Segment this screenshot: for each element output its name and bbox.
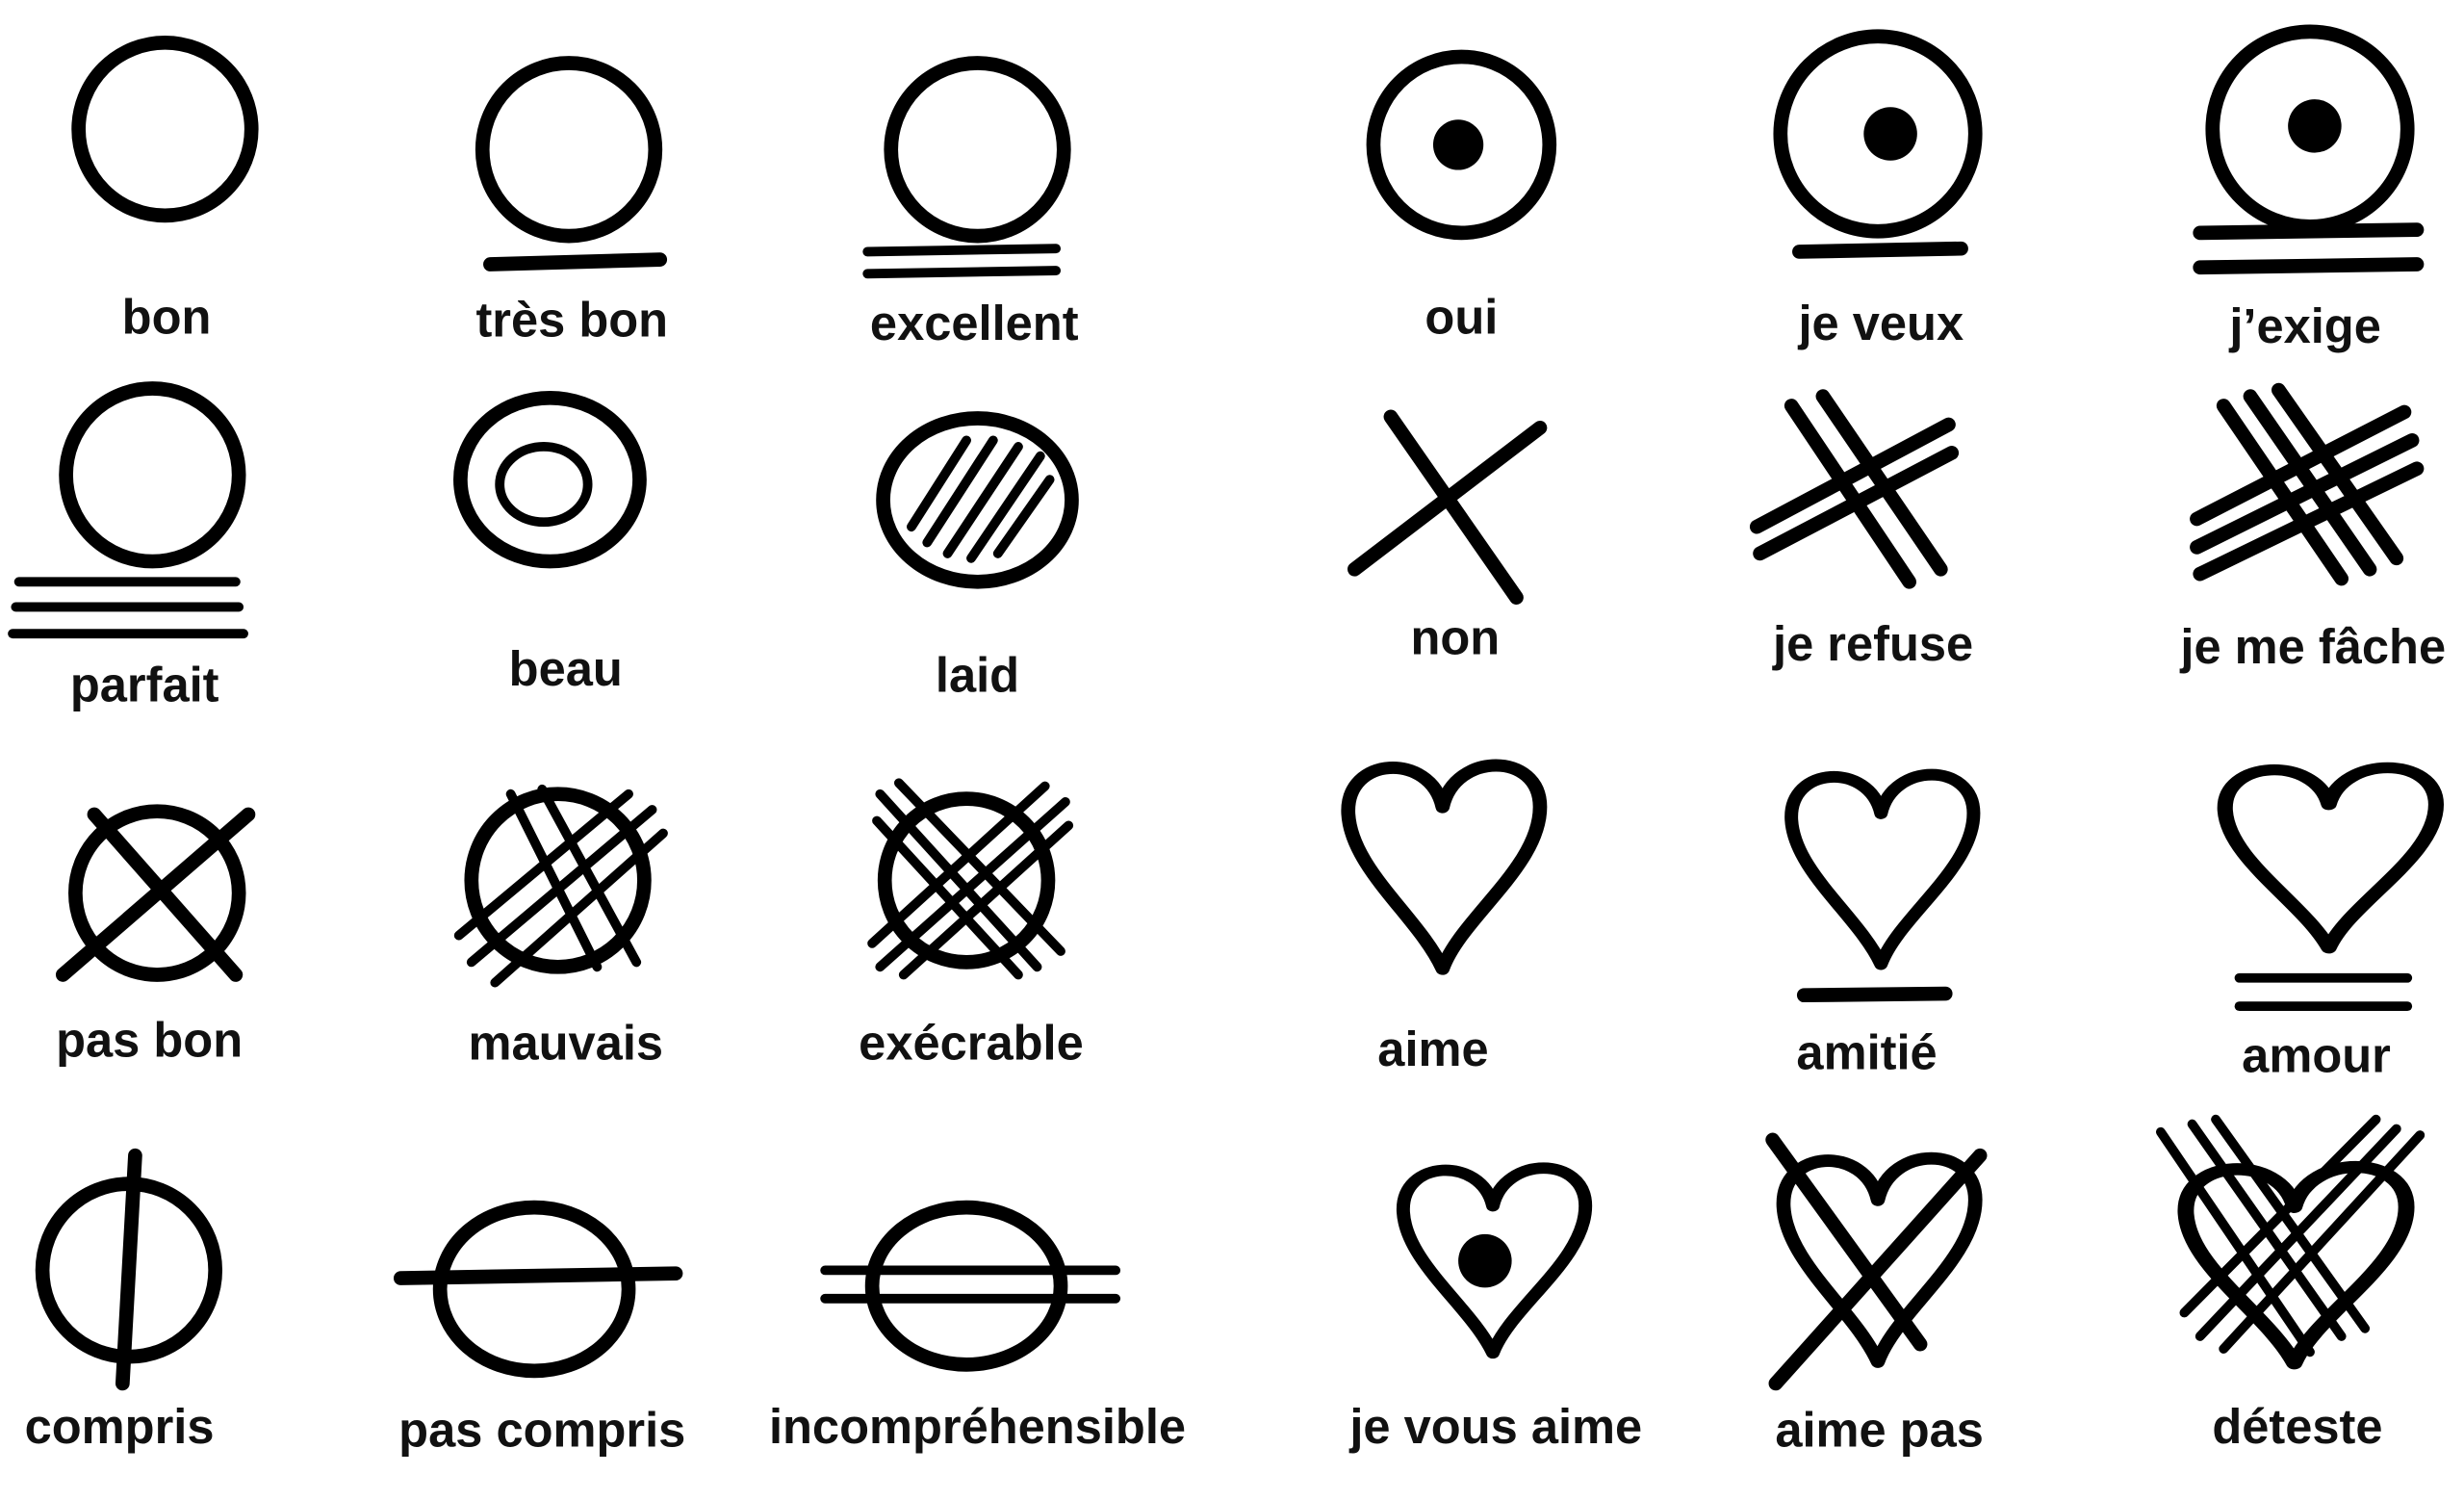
- label-non: non: [1410, 609, 1500, 664]
- symbol-pas-compris: [393, 1200, 683, 1379]
- label-amour: amour: [2242, 1028, 2391, 1083]
- label-pas-bon: pas bon: [56, 1012, 243, 1067]
- symbol-non: [1348, 409, 1548, 605]
- label-beau: beau: [509, 641, 623, 696]
- label-mauvais: mauvais: [468, 1016, 663, 1071]
- symbol-j-exige: [2193, 24, 2425, 275]
- symbol-mauvais: [453, 784, 668, 988]
- label-je-refuse: je refuse: [1772, 616, 1973, 671]
- labels: bon très bon excellent oui je veux j’exi…: [25, 289, 2446, 1457]
- symbol-amour: [2225, 767, 2436, 1012]
- label-tres-bon: très bon: [475, 293, 668, 348]
- symbol-aime-pas: [1765, 1132, 1988, 1391]
- symbol-je-veux: [1773, 29, 1983, 259]
- label-execrable: exécrable: [859, 1016, 1084, 1071]
- symbol-execrable: [867, 778, 1074, 980]
- symbol-compris: [35, 1148, 223, 1391]
- symbol-je-vous-aime: [1403, 1168, 1585, 1353]
- symbol-deteste: [2156, 1114, 2426, 1363]
- symbol-parfait: [8, 381, 248, 639]
- label-incomprehensible: incompréhensible: [769, 1399, 1186, 1454]
- label-deteste: déteste: [2212, 1399, 2382, 1454]
- label-bon: bon: [122, 289, 212, 344]
- label-laid: laid: [936, 648, 1019, 703]
- symbol-amitie: [1791, 775, 1973, 1003]
- label-amitie: amitié: [1796, 1024, 1937, 1079]
- symbol-incomprehensible: [820, 1200, 1121, 1372]
- symbol-pas-bon: [55, 804, 256, 982]
- symbol-beau: [453, 390, 647, 569]
- label-compris: compris: [25, 1399, 215, 1454]
- symbol-tres-bon: [475, 56, 668, 272]
- label-parfait: parfait: [70, 657, 219, 711]
- label-je-vous-aime: je vous aime: [1348, 1399, 1642, 1454]
- label-aime: aime: [1377, 1022, 1488, 1076]
- label-je-me-fache: je me fâche: [2179, 619, 2446, 674]
- label-j-exige: j’exige: [2228, 298, 2381, 353]
- label-aime-pas: aime pas: [1775, 1402, 1984, 1457]
- symbol-oui: [1366, 49, 1557, 241]
- label-excellent: excellent: [870, 296, 1079, 350]
- symbol-laid: [876, 411, 1079, 589]
- label-pas-compris: pas compris: [398, 1402, 685, 1457]
- label-je-veux: je veux: [1797, 296, 1964, 350]
- label-oui: oui: [1424, 289, 1498, 344]
- symbol-excellent: [862, 56, 1071, 279]
- symbol-je-refuse: [1749, 389, 1960, 589]
- symbol-bon: [71, 35, 259, 223]
- symbol-aime: [1348, 765, 1540, 969]
- symbol-je-me-fache: [2190, 382, 2425, 586]
